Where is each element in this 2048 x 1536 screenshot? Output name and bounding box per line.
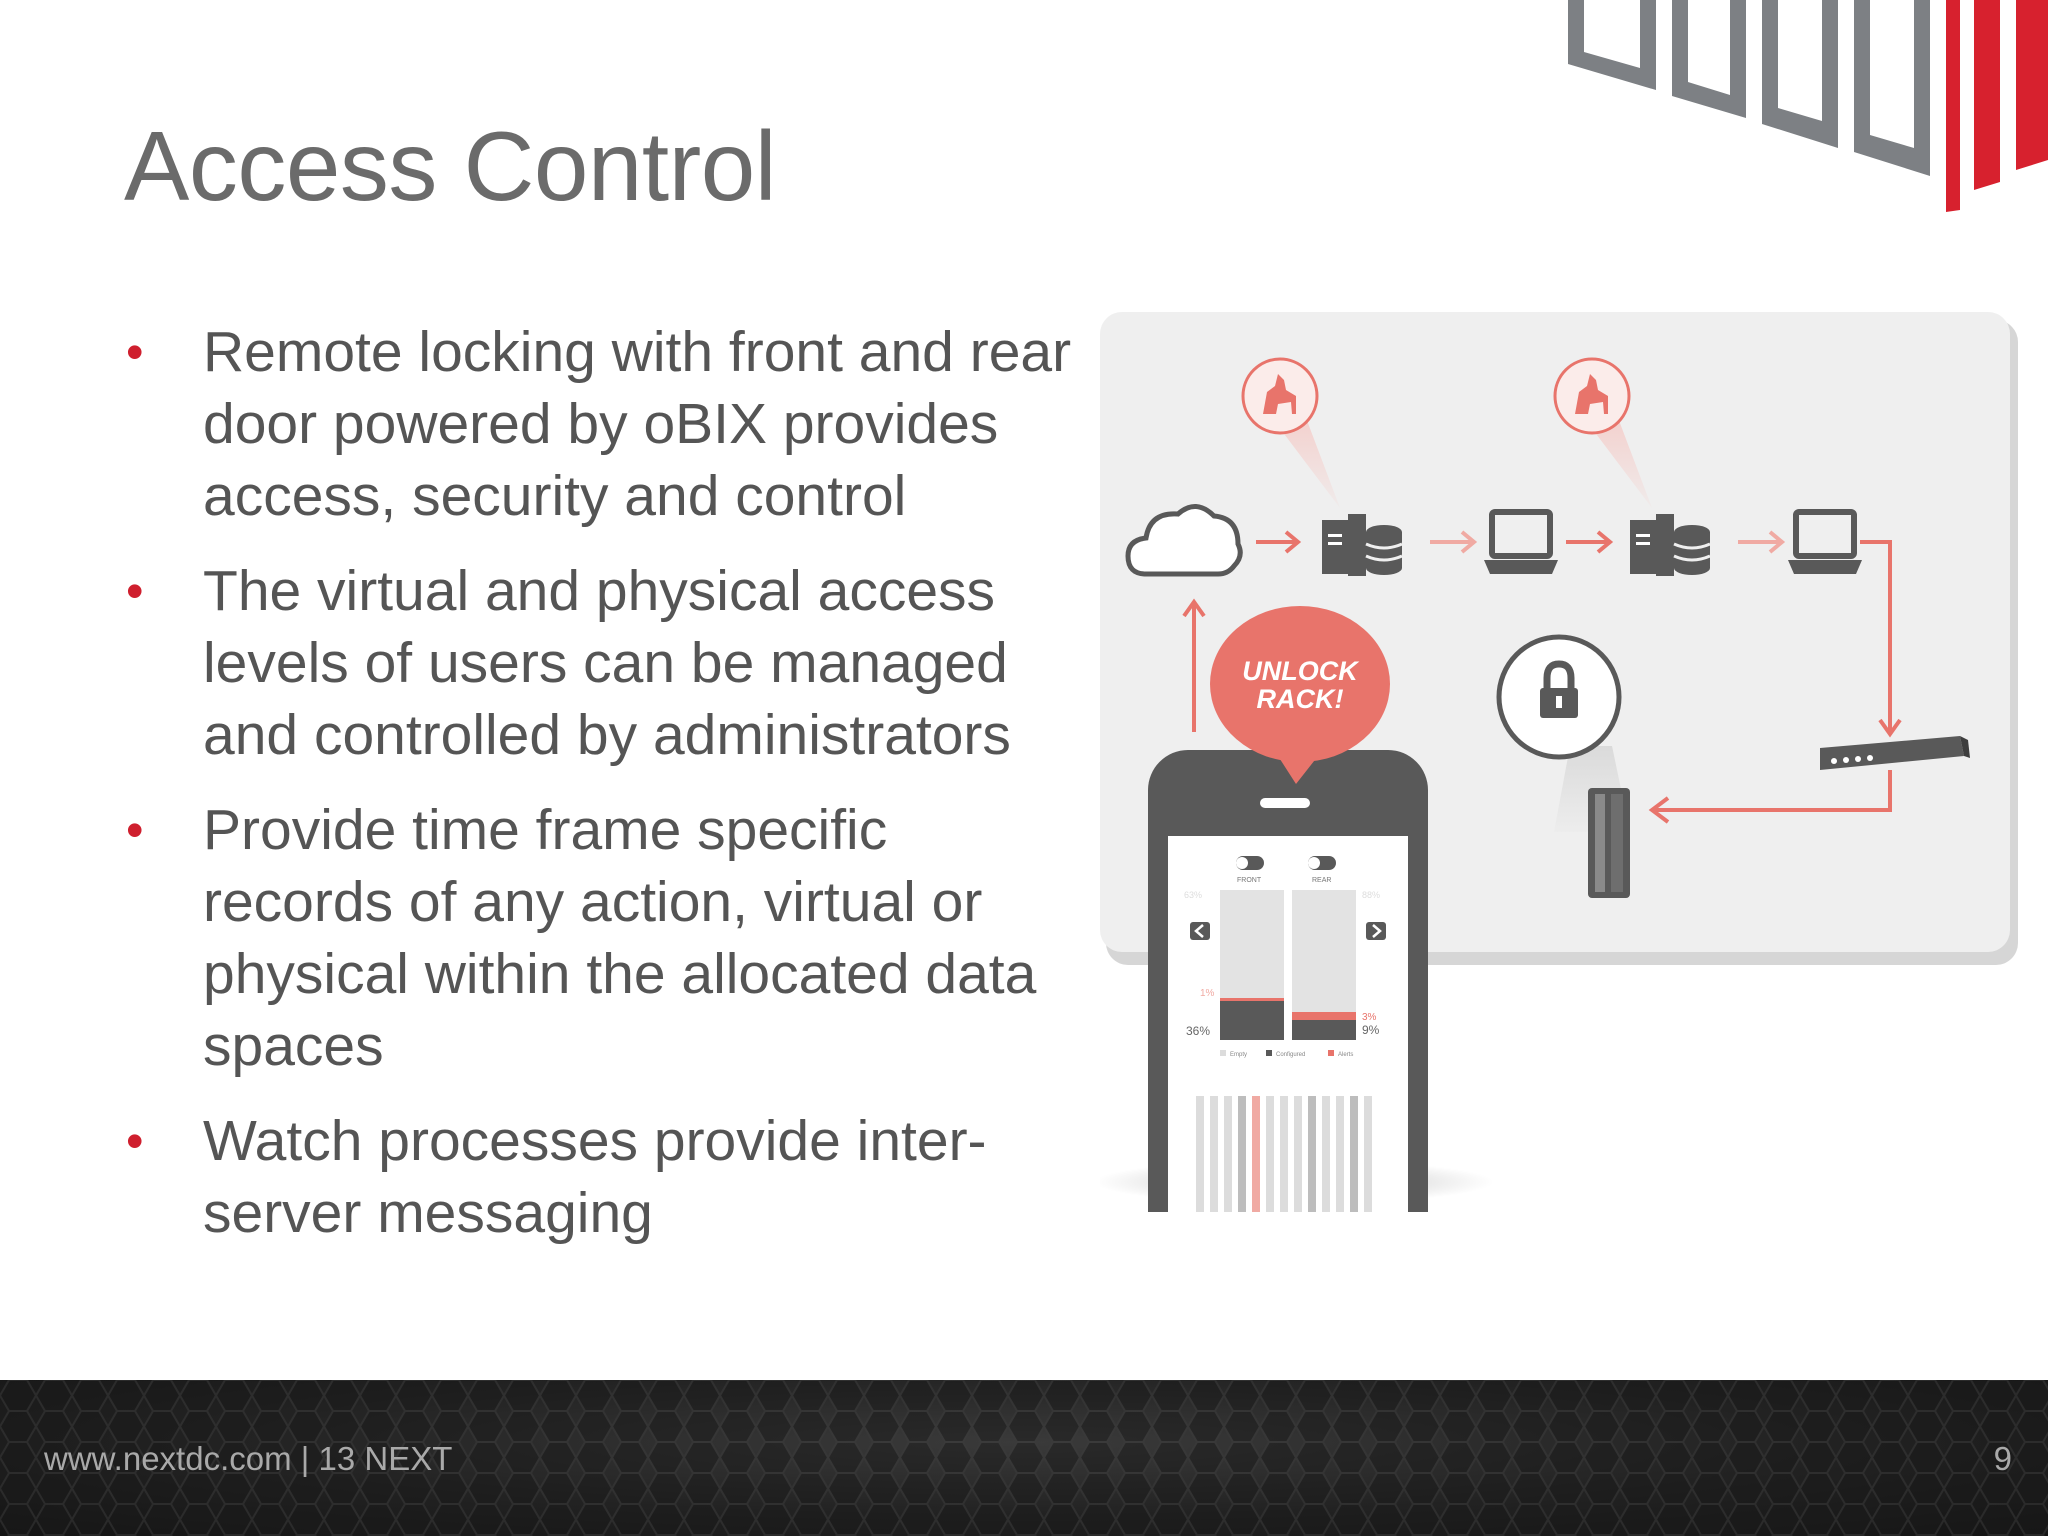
bullet-item: • Watch processes provide inter-server m…: [120, 1105, 1080, 1249]
svg-text:Empty: Empty: [1230, 1052, 1247, 1058]
hex-pattern: [0, 1380, 2048, 1536]
server-icon: [1630, 514, 1711, 576]
cloud-icon: [1125, 504, 1243, 577]
front-bottom-percent: 36%: [1186, 1024, 1210, 1038]
rear-top-percent: 88%: [1362, 890, 1380, 900]
unlock-rack-bubble: UNLOCK RACK!: [1210, 606, 1390, 784]
prev-arrow-icon[interactable]: [1190, 922, 1210, 940]
footer-website: www.nextdc.com | 13 NEXT: [44, 1440, 453, 1477]
svg-text:Configured: Configured: [1276, 1052, 1305, 1058]
page-number: 9: [1993, 1440, 2012, 1477]
bullet-marker: •: [126, 802, 144, 858]
bubble-line-2: RACK!: [1257, 684, 1344, 714]
svg-text:Alerts: Alerts: [1338, 1052, 1353, 1058]
server-icon: [1322, 514, 1403, 576]
rear-usage-bar: [1292, 890, 1356, 1040]
rack-grid: [1196, 1096, 1372, 1212]
front-usage-bar: [1220, 890, 1284, 1040]
bullet-text: Provide time frame specific records of a…: [203, 798, 1037, 1078]
bubble-line-1: UNLOCK: [1242, 656, 1360, 686]
access-control-diagram: FRONT REAR 63% 88%: [1100, 312, 2018, 1212]
bullet-list: • Remote locking with front and rear doo…: [120, 316, 1080, 1272]
bullet-text: The virtual and physical access levels o…: [203, 559, 1011, 767]
bullet-item: • Remote locking with front and rear doo…: [120, 316, 1080, 532]
bullet-item: • The virtual and physical access levels…: [120, 555, 1080, 771]
phone-screen: FRONT REAR 63% 88%: [1184, 856, 1386, 1212]
laptop-icon: [1788, 509, 1862, 574]
rear-label: REAR: [1312, 877, 1331, 884]
rear-toggle-icon: [1308, 856, 1336, 870]
rear-bottom-percent: 9%: [1362, 1023, 1380, 1037]
front-toggle-icon: [1236, 856, 1264, 870]
router-icon: [1820, 736, 1970, 770]
front-top-percent: 63%: [1184, 890, 1202, 900]
laptop-icon: [1484, 509, 1558, 574]
rack-door-icon: [1588, 788, 1630, 898]
bullet-text: Remote locking with front and rear door …: [203, 320, 1072, 528]
front-alert-percent: 1%: [1200, 988, 1215, 999]
watchdog-icon: [1241, 357, 1340, 508]
nextdc-logo: [1568, 0, 2048, 212]
flow-arrows: [1182, 530, 1902, 824]
rear-alert-percent: 3%: [1362, 1012, 1377, 1023]
slide-title: Access Control: [124, 111, 777, 221]
footer-bar: www.nextdc.com | 13 NEXT 9: [0, 1380, 2048, 1536]
watchdog-icon: [1553, 357, 1652, 508]
bullet-item: • Provide time frame specific records of…: [120, 794, 1080, 1082]
bullet-marker: •: [126, 1113, 144, 1169]
bullet-text: Watch processes provide inter-server mes…: [203, 1109, 987, 1245]
bullet-marker: •: [126, 563, 144, 619]
front-label: FRONT: [1237, 877, 1262, 884]
bullet-marker: •: [126, 324, 144, 380]
next-arrow-icon[interactable]: [1366, 922, 1386, 940]
chart-legend: Empty Configured Alerts: [1220, 1050, 1353, 1058]
